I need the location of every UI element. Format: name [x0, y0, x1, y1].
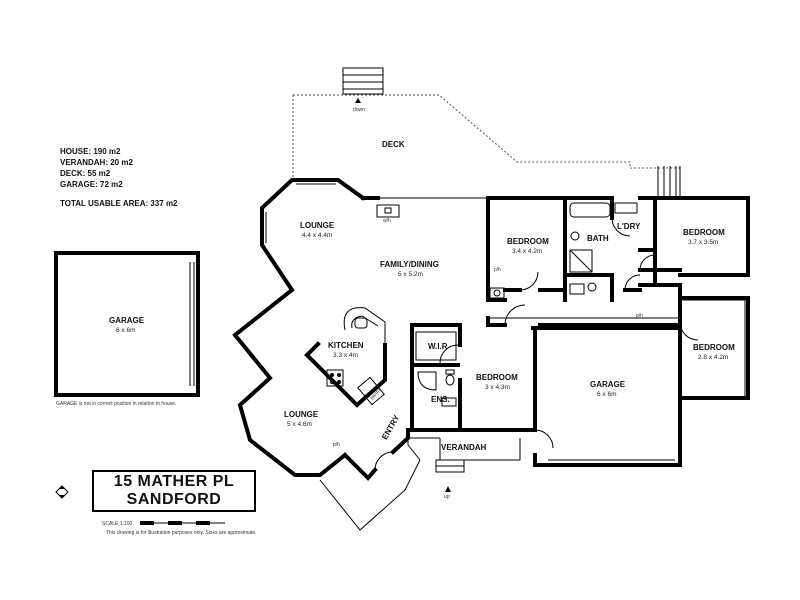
down-label: down: [353, 107, 365, 113]
garage-attached-size: 6 x 6m: [597, 391, 617, 398]
up-label: up: [444, 494, 450, 500]
bedroom-low-label: BEDROOM: [476, 373, 518, 382]
family-dining-label: FAMILY/DINING: [380, 260, 439, 269]
detached-garage-label: GARAGE: [109, 316, 145, 325]
bedroom-far-label: BEDROOM: [693, 343, 735, 352]
ensuite-label: ENS.: [431, 395, 450, 404]
pantry-label: pantry: [369, 387, 383, 401]
family-dining-size: 5 x 5.2m: [398, 271, 423, 278]
garage-attached-label: GARAGE: [590, 380, 626, 389]
detached-garage-size: 6 x 6m: [116, 327, 136, 334]
total-area: TOTAL USABLE AREA: 337 m2: [60, 199, 178, 208]
entry-label: ENTRY: [380, 413, 402, 441]
ph-label-family: p/h: [333, 442, 340, 448]
scale-bar: [140, 521, 225, 525]
garage-area: GARAGE: 72 m2: [60, 180, 123, 189]
area-summary: HOUSE: 190 m2 VERANDAH: 20 m2 DECK: 55 m…: [60, 146, 178, 209]
down-arrow-icon: [355, 98, 361, 103]
bedroom-mid-size: 3.4 x 4.2m: [512, 248, 542, 255]
kitchen-size: 3.3 x 4m: [333, 352, 358, 359]
garage-note: GARAGE is not in correct position in rel…: [56, 401, 176, 407]
detached-garage: [54, 251, 200, 397]
disclaimer-text: This drawing is for illustration purpose…: [106, 530, 257, 536]
deck-label: DECK: [382, 140, 405, 149]
address-street: 15 MATHER PL: [113, 473, 235, 490]
compass-icon: [55, 485, 69, 499]
bedroom-low-size: 3 x 4.3m: [485, 384, 510, 391]
bedroom-mid-label: BEDROOM: [507, 237, 549, 246]
verandah-area: VERANDAH: 20 m2: [60, 158, 133, 167]
ph-label-bedroom: p/h: [494, 267, 501, 273]
lounge-top-size: 4.4 x 4.4m: [302, 232, 332, 239]
lounge-bottom-size: 5 x 4.6m: [287, 421, 312, 428]
lounge-top-label: LOUNGE: [300, 221, 335, 230]
deck-area: DECK: 55 m2: [60, 169, 111, 178]
scale-label: SCALE 1:100: [102, 521, 133, 527]
house-area: HOUSE: 190 m2: [60, 147, 121, 156]
ph-label-corridor: p/h: [636, 313, 643, 319]
bedroom-right-size: 3.7 x 3.5m: [688, 239, 718, 246]
deck-outline: [292, 67, 681, 196]
up-arrow-icon: [445, 486, 451, 492]
bedroom-right-label: BEDROOM: [683, 228, 725, 237]
address-box: 15 MATHER PL SANDFORD: [92, 470, 256, 512]
verandah-label: VERANDAH: [441, 443, 487, 452]
wh-label: w/h: [383, 218, 391, 224]
wir-label: W.I.R: [428, 342, 448, 351]
kitchen-label: KITCHEN: [328, 341, 364, 350]
exterior-walls: [232, 178, 750, 481]
fixtures: [265, 183, 699, 531]
lounge-bottom-label: LOUNGE: [284, 410, 319, 419]
ldry-label: L'DRY: [617, 222, 641, 231]
address-suburb: SANDFORD: [126, 491, 222, 508]
bath-label: BATH: [587, 234, 609, 243]
bedroom-far-size: 2.8 x 4.2m: [698, 354, 728, 361]
